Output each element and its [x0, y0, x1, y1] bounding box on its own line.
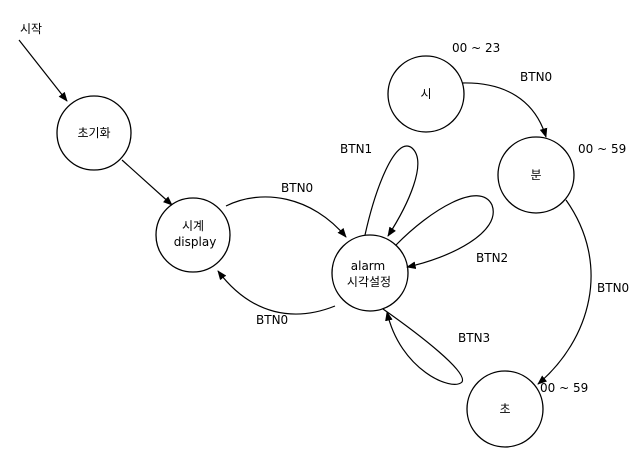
edge-clock-to-alarm-label: BTN0 — [281, 181, 313, 195]
loop-btn3-label: BTN3 — [458, 331, 490, 345]
edge-hour-to-minute-label: BTN0 — [520, 70, 552, 84]
loop-btn2 — [395, 195, 494, 269]
node-init — [56, 95, 132, 171]
loop-btn1-label: BTN1 — [340, 142, 372, 156]
node-alarm-set — [331, 234, 409, 312]
edge-minute-to-second — [537, 199, 592, 385]
node-clock-display — [155, 197, 231, 273]
node-minute-label: 분 — [530, 168, 541, 182]
start-arrow — [18, 39, 68, 102]
edge-init-to-clock — [121, 159, 173, 206]
edge-hour-to-minute — [461, 82, 548, 138]
node-alarm-label-1: alarm — [351, 259, 385, 273]
loop-btn2-label: BTN2 — [476, 251, 508, 265]
edge-alarm-to-clock — [217, 270, 336, 315]
loop-btn1 — [364, 145, 419, 237]
node-alarm-label-2: 시각설정 — [347, 275, 391, 289]
range-minute: 00 ~ 59 — [578, 142, 626, 156]
node-hour — [387, 55, 465, 133]
node-clock-label-1: 시계 — [182, 219, 204, 233]
loop-btn3 — [382, 308, 463, 385]
node-hour-label: 시 — [420, 87, 431, 101]
node-minute — [497, 136, 575, 214]
edge-alarm-to-clock-label: BTN0 — [256, 313, 288, 327]
node-init-label: 초기화 — [77, 126, 110, 140]
node-second — [466, 370, 544, 448]
edge-clock-to-alarm — [225, 196, 347, 238]
node-second-label: 초 — [499, 402, 510, 416]
edge-minute-to-second-label: BTN0 — [597, 281, 629, 295]
node-clock-label-2: display — [174, 235, 217, 249]
start-label: 시작 — [20, 22, 42, 36]
range-hour: 00 ~ 23 — [452, 41, 500, 55]
range-second: 00 ~ 59 — [540, 381, 588, 395]
